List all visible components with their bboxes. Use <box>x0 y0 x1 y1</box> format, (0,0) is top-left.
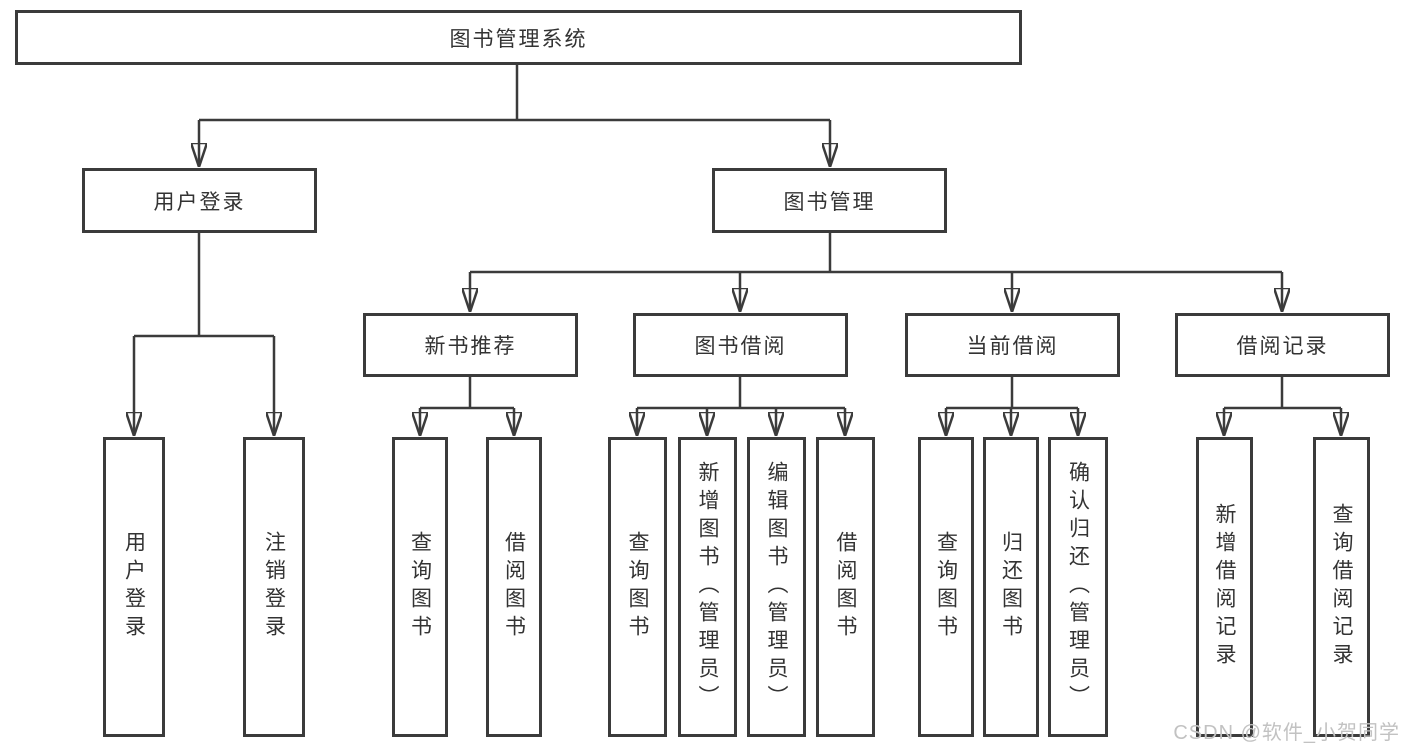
node-root-library-system: 图书管理系统 <box>15 10 1022 65</box>
leaf-recommend-borrow-book: 借阅图书 <box>486 437 542 737</box>
leaf-recommend-query-book: 查询图书 <box>392 437 448 737</box>
node-new-book-recommend: 新书推荐 <box>363 313 578 377</box>
leaf-current-confirm-return-admin: 确认归还（管理员） <box>1048 437 1108 737</box>
node-book-management: 图书管理 <box>712 168 947 233</box>
leaf-borrow-edit-book-admin: 编辑图书（管理员） <box>747 437 806 737</box>
csdn-watermark: CSDN @软件_小贺同学 <box>1173 722 1400 744</box>
leaf-borrow-query-book: 查询图书 <box>608 437 667 737</box>
connector-borrow-record-children <box>1224 377 1341 435</box>
connector-book-management-children <box>470 233 1282 311</box>
leaf-borrow-add-book-admin: 新增图书（管理员） <box>678 437 737 737</box>
node-current-borrow: 当前借阅 <box>905 313 1120 377</box>
node-user-login: 用户登录 <box>82 168 317 233</box>
node-book-borrow: 图书借阅 <box>633 313 848 377</box>
leaf-record-add-borrow-record: 新增借阅记录 <box>1196 437 1253 737</box>
node-borrow-record: 借阅记录 <box>1175 313 1390 377</box>
leaf-record-query-borrow-record: 查询借阅记录 <box>1313 437 1370 737</box>
leaf-user-login: 用户登录 <box>103 437 165 737</box>
leaf-logout: 注销登录 <box>243 437 305 737</box>
connector-user-login-children <box>134 233 274 435</box>
connector-new-book-recommend-children <box>420 377 514 435</box>
leaf-borrow-borrow-book: 借阅图书 <box>816 437 875 737</box>
connector-root-to-level2 <box>199 65 830 166</box>
leaf-current-query-book: 查询图书 <box>918 437 974 737</box>
leaf-current-return-book: 归还图书 <box>983 437 1039 737</box>
connector-current-borrow-children <box>946 377 1078 435</box>
connector-book-borrow-children <box>637 377 845 435</box>
